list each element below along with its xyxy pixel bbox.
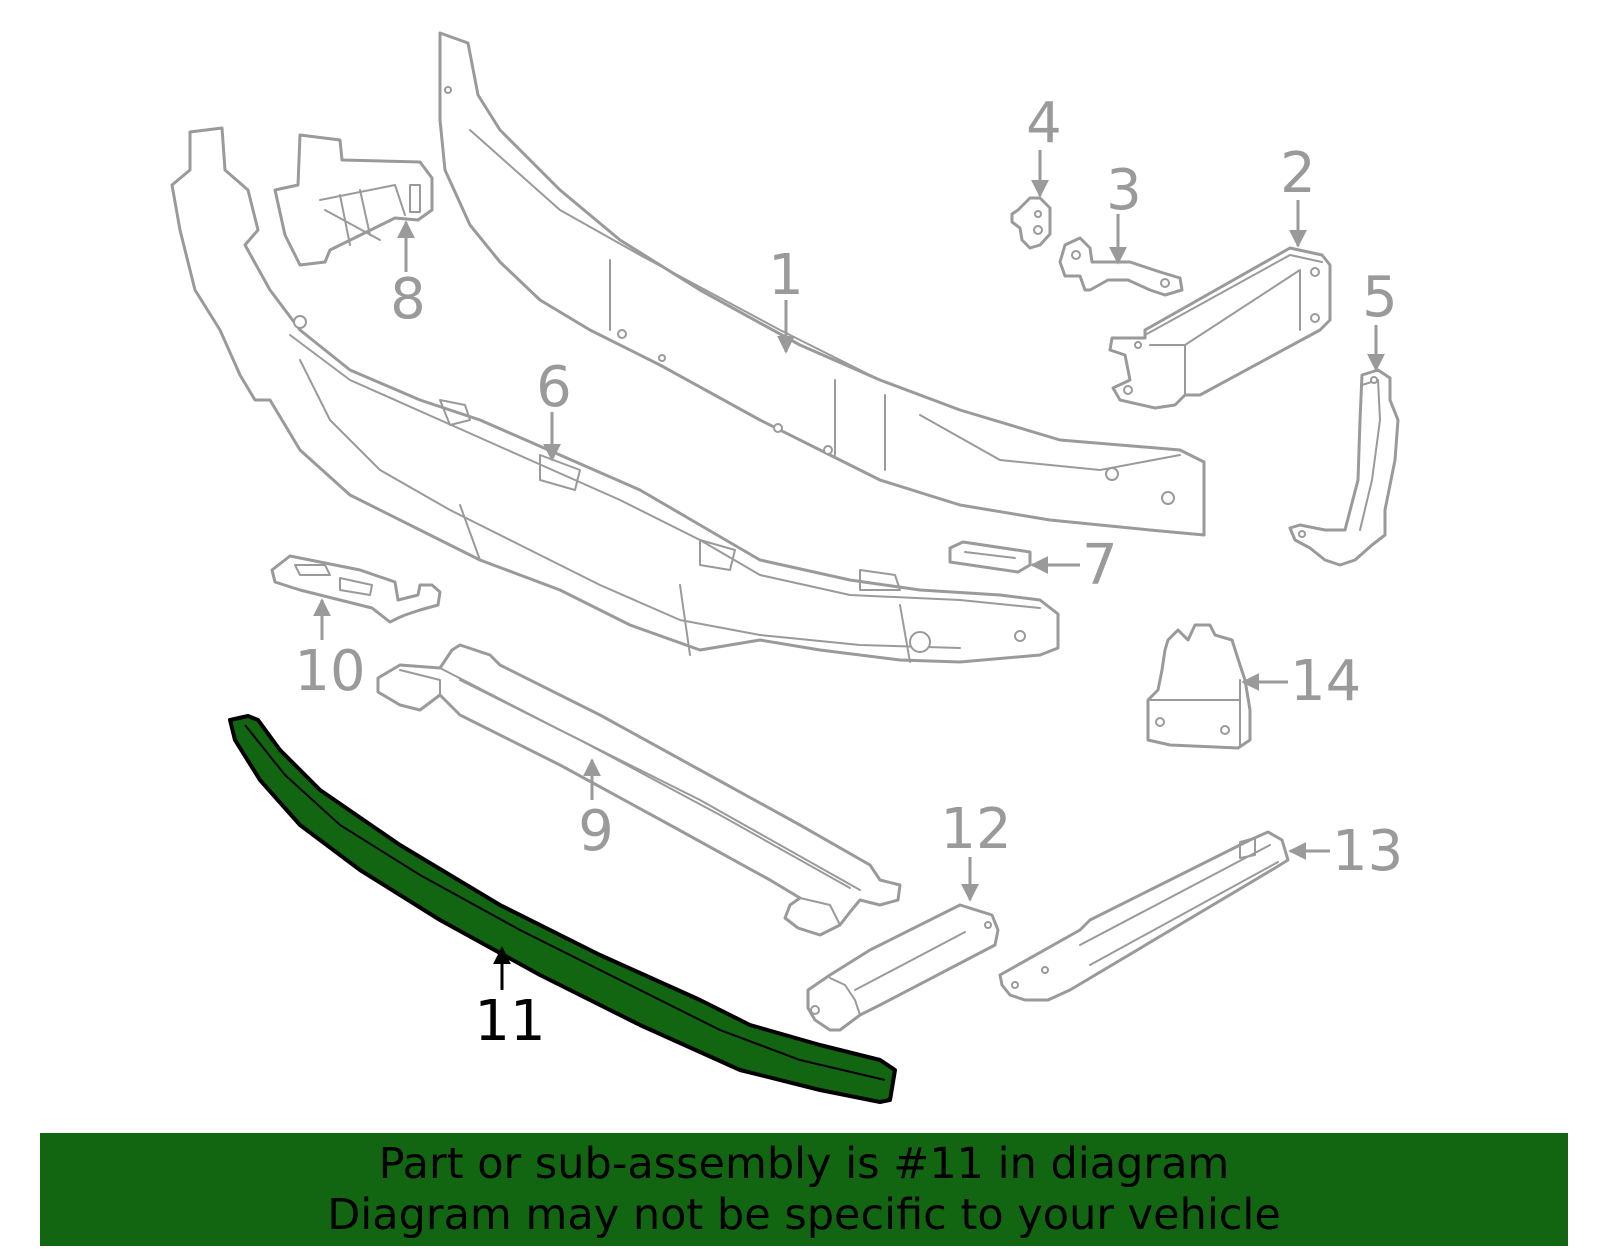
callout-1: 1 [768, 243, 804, 308]
part-5-side-bracket [1288, 368, 1400, 567]
part-3-plate [1058, 236, 1184, 297]
info-banner: Part or sub-assembly is #11 in diagram D… [40, 1133, 1568, 1246]
banner-line-2: Diagram may not be specific to your vehi… [327, 1189, 1281, 1240]
part-12-tube [806, 903, 1000, 1032]
callout-labels: 1 2 3 4 5 6 7 8 9 10 11 12 13 14 [294, 91, 1403, 1054]
leader-lines [313, 150, 1385, 990]
callout-7: 7 [1082, 533, 1118, 598]
callout-2: 2 [1280, 141, 1316, 206]
part-14-bracket [1146, 623, 1252, 750]
callout-13: 13 [1332, 819, 1403, 884]
part-1-reinforcement-beam [438, 31, 1206, 537]
parts-diagram: 1 2 3 4 5 6 7 8 9 10 11 12 13 14 [170, 31, 1403, 1104]
callout-4: 4 [1026, 91, 1062, 156]
callout-9: 9 [578, 799, 614, 864]
part-11-lower-bar [228, 714, 897, 1104]
part-9-rail [376, 643, 902, 937]
part-8-bracket [273, 133, 434, 267]
callout-14: 14 [1290, 649, 1361, 714]
callout-12: 12 [940, 797, 1011, 862]
callout-5: 5 [1362, 265, 1398, 330]
banner-line-1: Part or sub-assembly is #11 in diagram [378, 1138, 1230, 1189]
callout-3: 3 [1106, 158, 1142, 223]
part-4-clip [1010, 196, 1052, 250]
callout-10: 10 [294, 639, 365, 704]
part-10-bracket [270, 554, 442, 624]
callout-11: 11 [474, 989, 545, 1054]
part-13-long-tube [998, 830, 1290, 1002]
callout-6: 6 [536, 355, 572, 420]
part-7-pad [948, 540, 1032, 574]
part-2-crash-box [1108, 246, 1332, 410]
part-6-bumper-carrier [170, 126, 1060, 664]
callout-8: 8 [390, 267, 426, 332]
